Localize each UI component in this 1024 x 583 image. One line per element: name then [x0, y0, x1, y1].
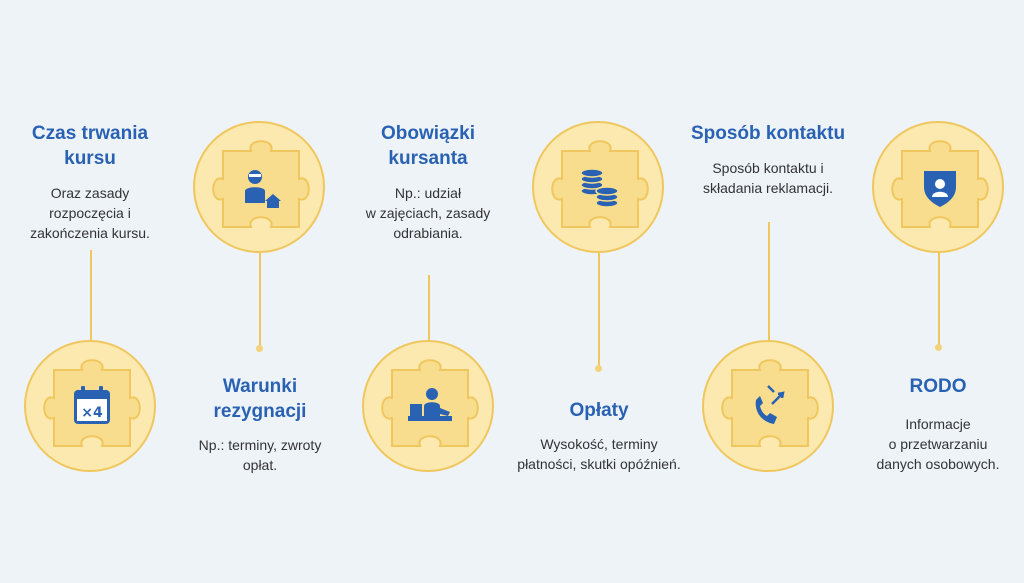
step-3-circle [362, 340, 494, 472]
step-4-circle [532, 121, 664, 253]
connector-dot-4 [595, 365, 602, 372]
step-4-title: Opłaty [569, 400, 629, 421]
person-at-desk-icon [408, 388, 452, 421]
phone-call-icon [755, 385, 785, 424]
step-6-circle [872, 121, 1004, 253]
connector-line-5 [768, 222, 770, 342]
puzzle-piece [212, 140, 310, 228]
person-home-icon [245, 170, 281, 208]
shield-user-icon [924, 171, 956, 207]
puzzle-piece [721, 359, 819, 447]
connector-dot-2 [256, 345, 263, 352]
connector-line-4 [598, 253, 600, 369]
calendar-x4-icon: ×4 [74, 386, 110, 424]
step-6-title: RODO [909, 376, 967, 397]
step-5-circle [702, 340, 834, 472]
connector-line-3 [428, 275, 430, 343]
connector-line-1 [90, 250, 92, 343]
svg-text:×4: ×4 [81, 405, 103, 421]
step-5-title: Sposób kontaktu [690, 123, 846, 144]
connector-line-6 [938, 250, 940, 348]
step-1-circle: ×4 [24, 340, 156, 472]
connector-line-2 [259, 253, 261, 349]
step-2-circle [193, 121, 325, 253]
connector-dot-6 [935, 344, 942, 351]
coins-stack-icon [580, 168, 619, 208]
